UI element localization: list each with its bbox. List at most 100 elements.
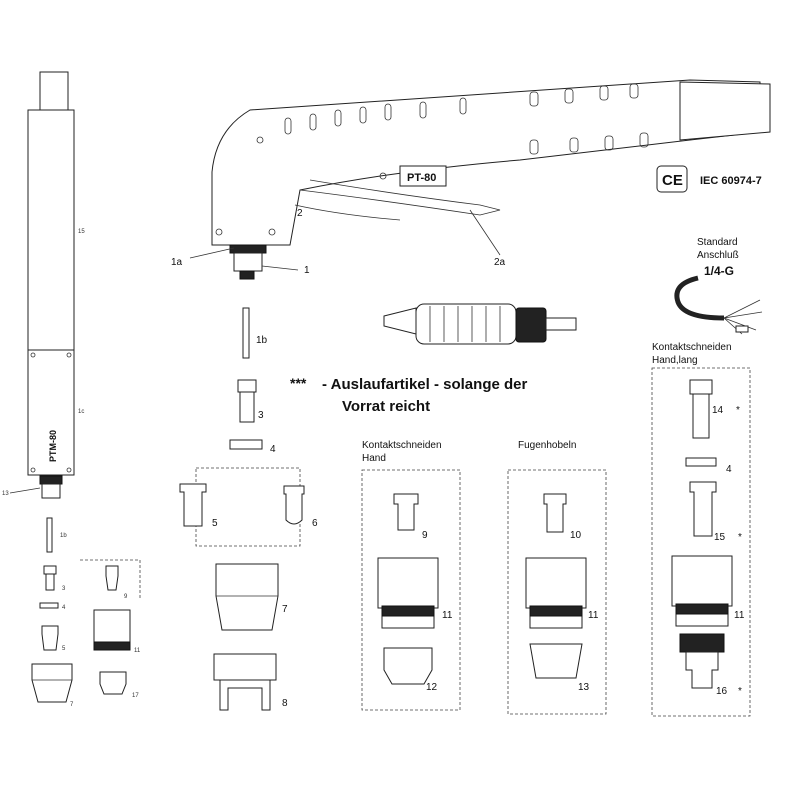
part-8-standoff — [213, 653, 277, 681]
ce-box — [656, 165, 688, 193]
g3-part-16-collar — [679, 633, 725, 653]
ptm-thread — [39, 475, 63, 485]
g3-part-14 — [692, 393, 710, 439]
part-4-swirl-ring — [229, 439, 263, 450]
label-3: 3 — [258, 410, 264, 421]
connection-title-1: Standard — [697, 237, 738, 248]
part-3-electrode — [239, 391, 255, 423]
label-4: 4 — [270, 444, 276, 455]
part-6-tip — [283, 485, 305, 525]
ce-mark: CE — [662, 172, 683, 189]
g3-part-4 — [685, 457, 717, 467]
g3-label-11: 11 — [734, 610, 745, 621]
label-1b: 1b — [256, 335, 268, 346]
g3-star-15: * — [738, 532, 742, 543]
iec-standard: IEC 60974-7 — [700, 175, 762, 187]
torch-head-insulator — [233, 252, 263, 272]
part-8-guide-legs — [219, 679, 271, 711]
label-1: 1 — [304, 265, 310, 276]
g2-label-13: 13 — [578, 682, 590, 693]
group-gouging-dashbox — [507, 469, 607, 715]
ptm-label-4: 4 — [62, 605, 66, 611]
g3-label-14: 14 — [712, 405, 724, 416]
ptm-label-3: 3 — [62, 586, 66, 592]
ptm-alt-cap — [99, 671, 127, 695]
g3-star-16: * — [738, 686, 742, 697]
torch-handle-body — [211, 79, 761, 246]
label-5: 5 — [212, 518, 218, 529]
g2-part-10 — [543, 493, 567, 533]
ptm-label-11: 11 — [134, 648, 141, 654]
label-7: 7 — [282, 604, 288, 615]
notice-line-2: Vorrat reicht — [342, 398, 430, 415]
ptm-alt-dashline — [80, 559, 141, 600]
group-long-dashbox — [651, 367, 751, 717]
group-long-title-2: Hand,lang — [652, 355, 698, 366]
ptm-label-7: 7 — [70, 702, 74, 708]
pt80-consumables: 1b 3 4 5 6 7 8 — [179, 307, 318, 711]
part-7-shield-cup — [215, 563, 279, 631]
pt80-hand-torch: PT-80 1a 1 2 2a — [171, 79, 771, 280]
ptm-ring — [39, 602, 59, 609]
connection-fitting: 1/4-G — [704, 264, 734, 278]
ptm-label-17: 17 — [132, 693, 139, 699]
notice-marker: *** — [290, 375, 307, 391]
ptm-tube — [46, 517, 53, 553]
torch-head-thread — [239, 270, 255, 280]
connection-title-2: Anschluß — [697, 250, 739, 261]
part-3-electrode-head — [237, 379, 257, 393]
ptm-alt-band — [93, 641, 131, 651]
label-1a: 1a — [171, 257, 183, 268]
g3-label-15: 15 — [714, 532, 726, 543]
ptm-torch: PTM-80 15 1c 13 1b 3 4 5 7 9 11 17 — [2, 71, 141, 708]
g1-label-9: 9 — [422, 530, 428, 541]
group-contact-hand-long: Kontaktschneiden Hand,lang 14 * 4 15 * 1… — [651, 342, 751, 717]
pt80-badge — [399, 165, 447, 187]
g2-label-10: 10 — [570, 530, 582, 541]
ptm-lower-body — [27, 349, 75, 476]
g3-star-14: * — [736, 405, 740, 416]
connection-hose — [674, 275, 725, 321]
g3-part-11 — [671, 555, 733, 627]
g3-part-16 — [685, 651, 719, 689]
ptm-upper-body — [27, 109, 75, 351]
ptm-cap — [31, 663, 73, 703]
discontinued-torch-body — [415, 303, 517, 345]
group-hand-title-1: Kontaktschneiden — [362, 440, 442, 451]
g1-part-9 — [393, 493, 419, 531]
ptm-tip — [41, 625, 59, 651]
g2-label-11: 11 — [588, 610, 599, 621]
group-gouging-title: Fugenhobeln — [518, 440, 576, 451]
pt80-model-label: PT-80 — [407, 172, 436, 184]
ptm-cable — [39, 71, 69, 113]
ptm-label-15: 15 — [78, 229, 85, 235]
ptm-label-5: 5 — [62, 646, 66, 652]
g3-label-4: 4 — [726, 464, 732, 475]
discontinued-torch — [383, 303, 577, 345]
group-long-title-1: Kontaktschneiden — [652, 342, 732, 353]
ptm-label-1b: 1b — [60, 533, 67, 539]
ptm-head-base — [41, 483, 61, 499]
g2-part-13 — [529, 643, 583, 679]
g3-part-15 — [689, 481, 717, 537]
g3-label-16: 16 — [716, 686, 728, 697]
ptm-label-13: 13 — [2, 491, 9, 497]
torch-trigger — [299, 179, 501, 216]
group-gouging: Fugenhobeln 10 11 13 — [507, 440, 607, 715]
group-hand-dashbox — [361, 469, 461, 711]
part-1b-tube — [242, 307, 250, 359]
tip-group-dashbox — [195, 467, 301, 547]
notice-line-1: - Auslaufartikel - solange der — [322, 376, 527, 393]
g1-label-11: 11 — [442, 610, 453, 621]
grip-slots — [284, 83, 649, 155]
ptm-model-label: PTM-80 — [48, 430, 58, 462]
part-5-tip — [179, 483, 207, 527]
group-contact-hand: Kontaktschneiden Hand 9 11 12 — [361, 440, 461, 711]
label-2: 2 — [297, 208, 303, 219]
g1-part-11 — [377, 557, 439, 629]
ptm-label-1c: 1c — [78, 409, 84, 415]
torch-cable-sleeve — [679, 81, 771, 141]
ptm-label-9: 9 — [124, 594, 128, 600]
g1-label-12: 12 — [426, 682, 438, 693]
